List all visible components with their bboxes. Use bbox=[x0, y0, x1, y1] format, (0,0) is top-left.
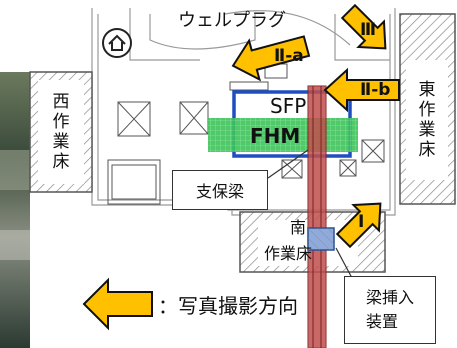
home-icon bbox=[102, 28, 132, 58]
arrow-two-b bbox=[323, 67, 400, 113]
support-beam bbox=[307, 85, 327, 348]
arrow-three-label: Ⅲ bbox=[360, 20, 377, 40]
legend-arrow bbox=[82, 277, 153, 331]
beam-insertion-device-label: 梁挿入 装置 bbox=[344, 276, 436, 344]
legend-text: ：写真撮影方向 bbox=[158, 294, 298, 318]
fhm-label: FHM bbox=[250, 124, 301, 148]
support-beam-leader bbox=[267, 149, 309, 179]
equipment-boxes bbox=[107, 63, 385, 205]
arrow-two-b-label: Ⅱ-b bbox=[360, 80, 391, 100]
arrow-two-a bbox=[231, 35, 311, 82]
device-leader bbox=[335, 247, 353, 279]
support-beam-label: 支保梁 bbox=[172, 170, 268, 210]
background-photo bbox=[0, 72, 30, 348]
arrow-one-label: Ⅰ bbox=[358, 212, 365, 232]
arrow-one bbox=[335, 202, 382, 249]
fhm-band bbox=[208, 118, 358, 152]
well-plug-label: ウェルプラグ bbox=[178, 10, 286, 31]
arrow-three bbox=[340, 3, 387, 50]
west-work-floor-label: 西作業床 bbox=[52, 91, 70, 173]
south-floor-label-line2: 作業床 bbox=[264, 244, 313, 263]
south-floor-label-line1: 南 bbox=[290, 218, 307, 237]
sfp-label: SFP bbox=[270, 94, 307, 118]
arrow-two-a-label: Ⅱ-a bbox=[274, 46, 304, 66]
east-work-floor-label: 東作業床 bbox=[418, 79, 436, 161]
